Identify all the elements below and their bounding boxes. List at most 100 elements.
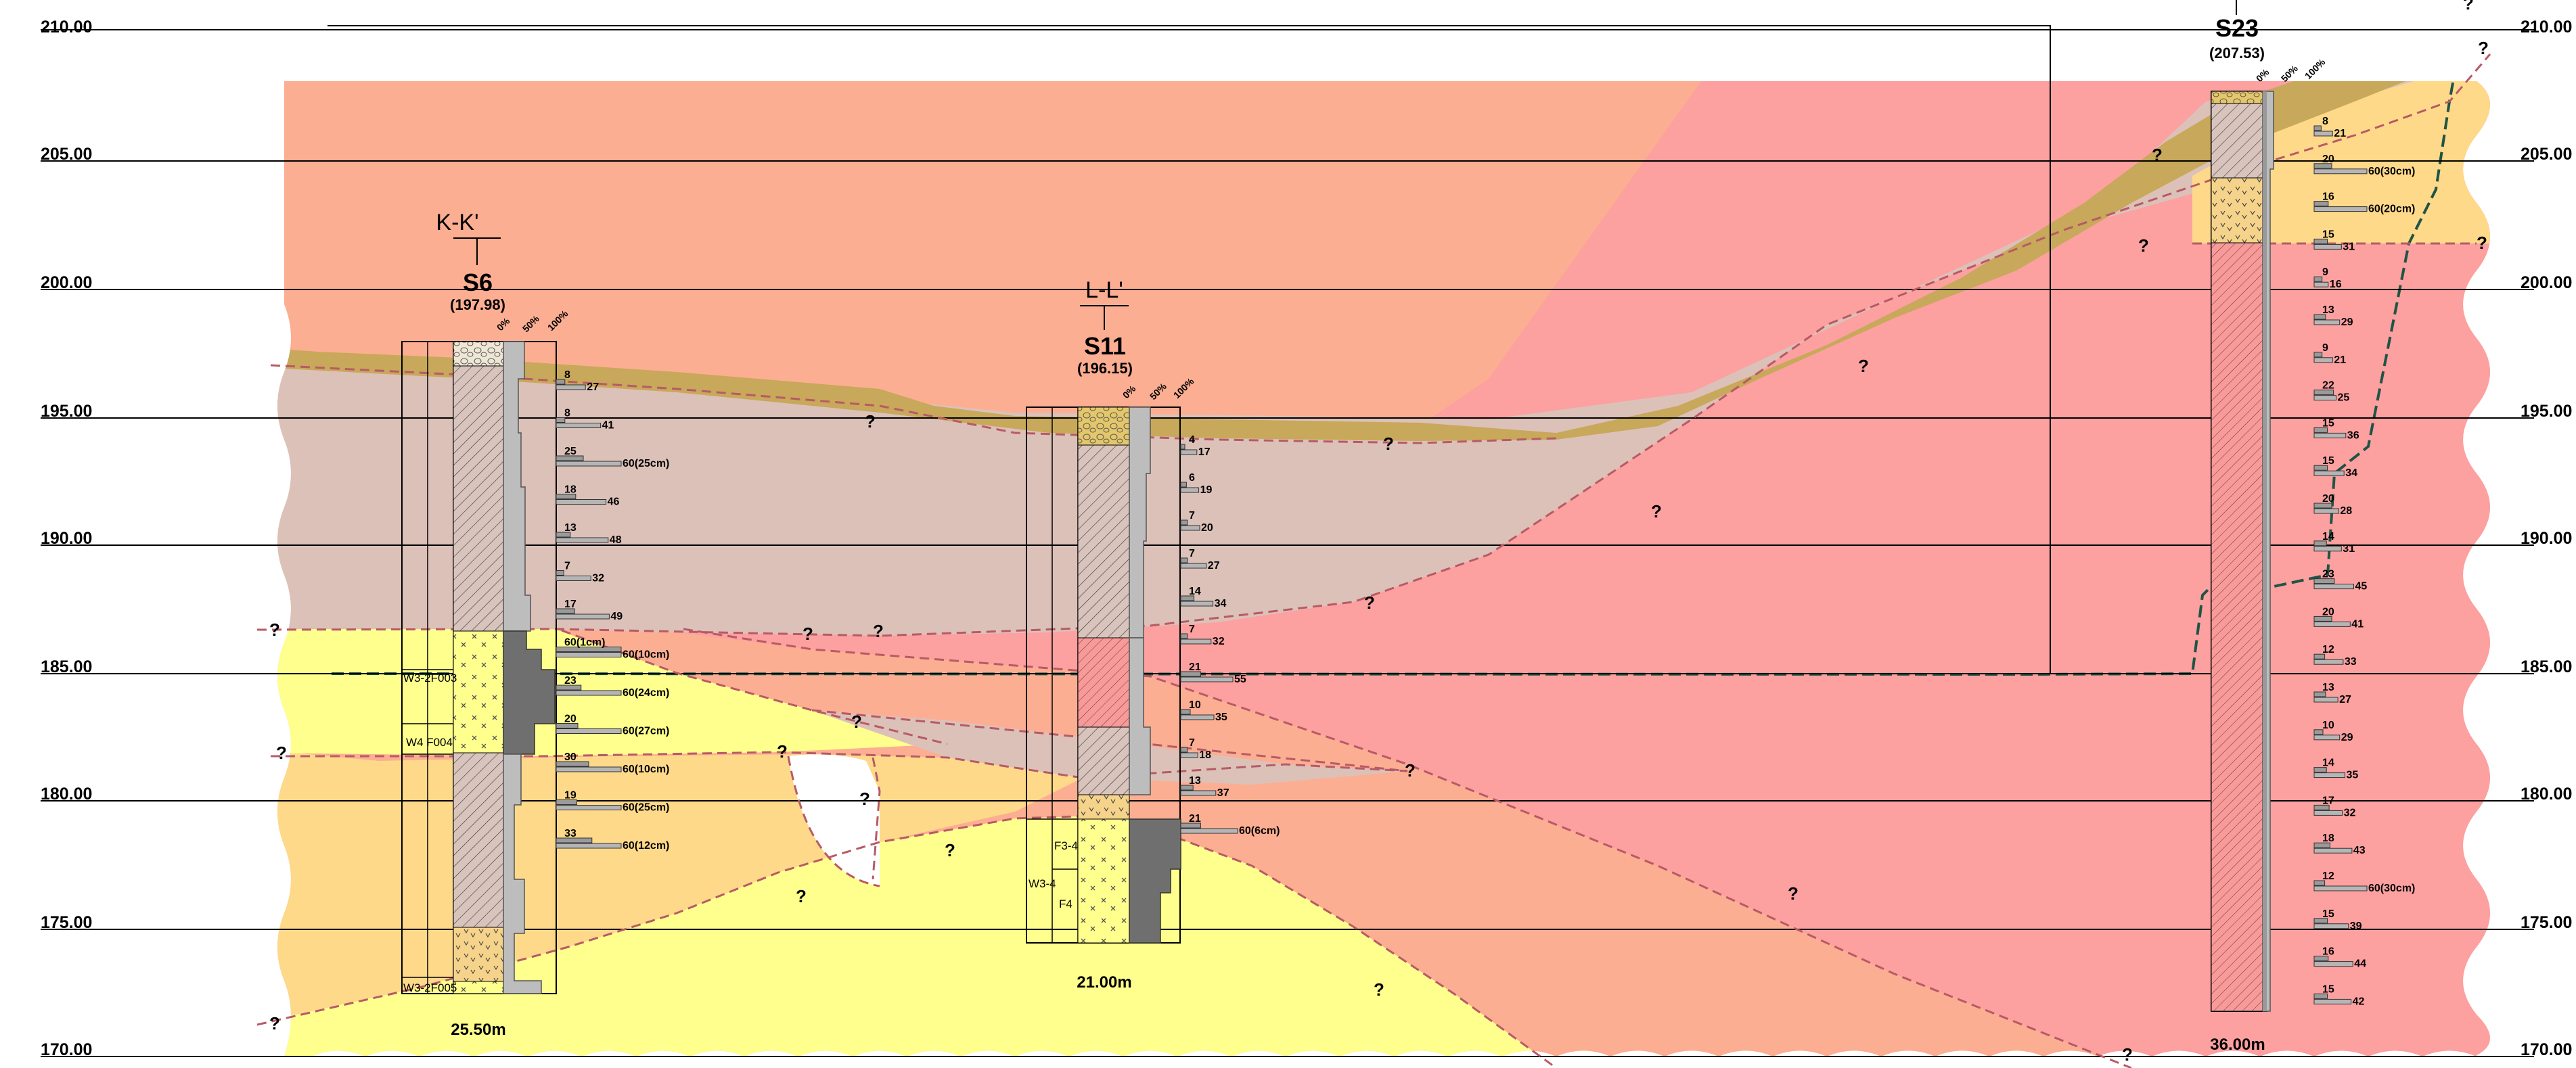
uncertain-boundary-marks: ? ? ? ? ? ? ? ? ? ? ? ? ? ? ? ? ? ? ? ? … [269, 0, 2489, 1065]
spt-bar [556, 455, 584, 461]
question-mark: ? [777, 741, 788, 762]
spt-bar [1180, 449, 1198, 455]
spt-label: 10 [2322, 720, 2334, 731]
spt-label: 20 [564, 714, 577, 725]
spt-bar [556, 570, 564, 576]
spt-label: 14 [2322, 758, 2334, 769]
spt-bar [2313, 281, 2329, 287]
void-area [788, 754, 880, 886]
question-mark: ? [1858, 356, 1869, 376]
percent-label: 100% [2303, 56, 2328, 81]
question-mark: ? [803, 624, 813, 644]
spt-bar [2313, 616, 2332, 622]
question-mark: ? [2478, 38, 2489, 58]
borehole-depth: 36.00m [2210, 1036, 2265, 1054]
spt-bar [2313, 885, 2368, 891]
spt-bar [1180, 482, 1187, 488]
spt-label: 32 [592, 573, 604, 584]
question-mark: ? [865, 411, 876, 432]
spt-bar [2313, 956, 2329, 962]
elev-label: 180.00 [2521, 785, 2572, 804]
question-mark: ? [269, 620, 280, 640]
spt-bar [556, 384, 586, 390]
elev-label: 210.00 [41, 18, 92, 37]
borehole-elevation: (196.15) [1077, 360, 1133, 377]
spt-label: 22 [2322, 380, 2334, 392]
spt-bar [1180, 785, 1194, 791]
spt-bar [2313, 880, 2326, 886]
borehole-s11[interactable]: L-L' S11 (196.15) 0% 50% 100% F3-4 W3-4 … [1026, 277, 1196, 992]
question-mark: ? [2138, 235, 2149, 256]
spt-bar [1180, 714, 1215, 720]
question-mark: ? [796, 886, 807, 906]
spt-label: 16 [2322, 191, 2334, 203]
spt-bar [1180, 752, 1198, 758]
spt-label: 20 [2322, 606, 2334, 618]
question-mark: ? [945, 840, 955, 860]
spt-bar [2313, 201, 2329, 207]
spt-bar [556, 723, 579, 728]
spt-bar [1180, 557, 1188, 563]
zone-label: W4 F004 [406, 736, 453, 749]
spt-bar [556, 576, 591, 581]
weathered-soil-symbol [2211, 103, 2263, 179]
elev-label: 205.00 [2521, 145, 2572, 164]
spt-bar [1180, 601, 1214, 607]
water-table-line [331, 81, 2478, 676]
spt-bar [2313, 923, 2349, 929]
spt-label: 7 [564, 561, 570, 572]
spt-bar [556, 379, 566, 385]
spt-bar [1180, 639, 1212, 645]
spt-label: 17 [564, 599, 577, 610]
spt-bar [1180, 595, 1195, 601]
question-mark: ? [1405, 760, 1416, 781]
spt-bar [2313, 729, 2324, 735]
zone-label: W3-2F005 [403, 981, 457, 994]
spt-label: 60(30cm) [2368, 166, 2415, 177]
question-mark: ? [269, 1013, 280, 1034]
spt-label: 21 [2334, 354, 2346, 366]
spt-label: 49 [610, 611, 623, 622]
elev-label: 170.00 [2521, 1040, 2572, 1059]
spt-bar [556, 537, 609, 543]
spt-bar [2313, 395, 2336, 401]
spt-label: 35 [1215, 712, 1227, 723]
sand-symbol [453, 630, 504, 753]
spt-bar [556, 608, 575, 614]
spt-label: 34 [1215, 598, 1227, 609]
spt-bar [556, 690, 622, 696]
elevation-labels-left: 210.00 205.00 200.00 195.00 190.00 185.0… [41, 18, 92, 1059]
borehole-s6[interactable]: K-K' S6 (197.98) 0% 50% 100% W3-2F003 W4… [401, 210, 570, 1039]
spt-bar [2313, 804, 2330, 810]
borehole-elevation: (197.98) [450, 296, 505, 313]
spt-label: 60(27cm) [623, 726, 669, 737]
elev-label: 185.00 [2521, 657, 2572, 676]
spt-label: 29 [2341, 317, 2353, 328]
spt-label: 7 [1189, 624, 1195, 635]
spt-label: 31 [2343, 241, 2355, 252]
spt-label: 41 [602, 420, 614, 432]
borehole-s23[interactable]: S23 (207.53) 0% 50% 100% 36.00m [2209, 0, 2328, 1054]
spt-label: 25 [564, 446, 577, 457]
spt-label: 18 [2322, 833, 2334, 844]
spt-bar [2313, 432, 2347, 438]
spt-label: 60(6cm) [1239, 825, 1280, 837]
spt-label: 4 [1189, 434, 1195, 446]
spt-label: 21 [2334, 128, 2346, 139]
spt-label: 7 [1189, 548, 1195, 559]
spt-label: 41 [2351, 618, 2364, 630]
elev-label: 185.00 [41, 657, 92, 676]
spt-label: 46 [608, 496, 620, 508]
spt-label: 19 [564, 790, 577, 802]
spt-values-s6: 8278412560(25cm)18461348732174960(1cm)60… [556, 369, 669, 852]
elev-label: 175.00 [2521, 913, 2572, 932]
spt-label: 27 [2339, 694, 2351, 705]
borehole-depth: 25.50m [451, 1021, 505, 1039]
spt-label: 7 [1189, 510, 1195, 521]
spt-bar [556, 799, 577, 805]
elevation-labels-right: 210.00 205.00 200.00 195.00 190.00 185.0… [2521, 18, 2572, 1059]
question-mark: ? [859, 789, 870, 809]
spt-label: 60(12cm) [623, 840, 669, 852]
spt-bar [2313, 503, 2332, 509]
spt-bar [2313, 470, 2345, 476]
